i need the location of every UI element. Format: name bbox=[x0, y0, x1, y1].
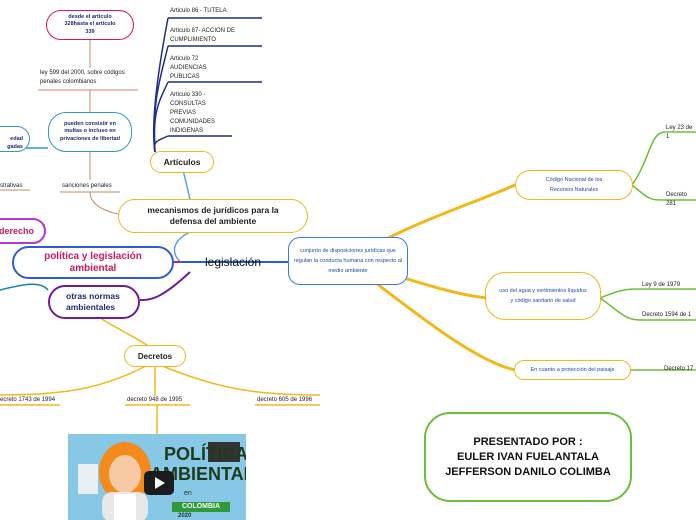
video-country: COLOMBIA bbox=[181, 503, 221, 510]
presented-by-node[interactable]: PRESENTADO POR : EULER IVAN FUELANTALA J… bbox=[424, 412, 632, 502]
video-title-mid: AMBIENTAL bbox=[150, 464, 246, 484]
derecho-node[interactable]: derecho bbox=[0, 218, 46, 244]
uso-agua-text: uso del agua y vertimientos líquidos y c… bbox=[499, 288, 587, 304]
articulo-item: Articulo 72 AUDIENCIAS PUBLICAS bbox=[170, 56, 207, 80]
presented-line-2: EULER IVAN FUELANTALA bbox=[457, 450, 599, 463]
gadas-text: gadas bbox=[7, 144, 23, 150]
paisaje-item: Decreto 17 bbox=[664, 366, 694, 372]
desde-articulo-text: desde el articulo 328hasta el articulo 3… bbox=[64, 13, 116, 35]
decretos-text: Decretos bbox=[137, 351, 173, 361]
pueden-consistir-text: pueden consistir en multas o incluso en … bbox=[60, 120, 120, 142]
codigo-nacional-text: Código Nacional de los Recursos Naturale… bbox=[545, 177, 603, 193]
video-small: en bbox=[184, 490, 192, 497]
codigo-nacional-node[interactable]: Código Nacional de los Recursos Naturale… bbox=[515, 170, 633, 200]
video-year: 2020 bbox=[178, 513, 192, 519]
politica-node[interactable]: política y legislación ambiental bbox=[12, 246, 174, 279]
mecanismos-text: mecanismos de jurídicos para la defensa … bbox=[147, 205, 279, 226]
edad-text: edad bbox=[10, 136, 23, 142]
decreto-item: ecreto 1743 de 1994 bbox=[0, 397, 56, 403]
presented-line-1: PRESENTADO POR : bbox=[473, 435, 583, 448]
articulo-item: Articulo 330 - CONSULTAS PREVIAS COMUNID… bbox=[170, 92, 216, 134]
politica-text: política y legislación ambiental bbox=[44, 250, 142, 274]
paisaje-text: En cuanto a protección del paisaje bbox=[530, 367, 615, 373]
uso-item: Decreto 1594 de 1 bbox=[642, 312, 692, 318]
strativas-label: strativas bbox=[0, 183, 23, 189]
derecho-text: derecho bbox=[0, 226, 34, 236]
edad-gadas-node[interactable]: edad gadas bbox=[0, 126, 30, 152]
codigo-item: Ley 23 de 1 bbox=[666, 125, 693, 140]
play-button[interactable] bbox=[144, 471, 174, 495]
presented-line-3: JEFFERSON DANILO COLIMBA bbox=[445, 465, 611, 478]
center-node[interactable]: conjunto de disposiciones jurídicas que … bbox=[288, 237, 408, 285]
desde-articulo-node[interactable]: desde el articulo 328hasta el articulo 3… bbox=[46, 10, 134, 40]
uso-agua-node[interactable]: uso del agua y vertimientos líquidos y c… bbox=[485, 272, 601, 320]
decreto-item: decreto 605 de 1996 bbox=[257, 397, 313, 403]
mecanismos-node[interactable]: mecanismos de jurídicos para la defensa … bbox=[118, 199, 308, 233]
legislacion-label[interactable]: legislación bbox=[205, 255, 262, 269]
pueden-consistir-node[interactable]: pueden consistir en multas o incluso en … bbox=[48, 112, 132, 152]
video-title-top: POLÍTICA bbox=[164, 444, 246, 464]
uso-item: Ley 9 de 1979 bbox=[642, 282, 681, 288]
articulos-node[interactable]: Artículos bbox=[150, 151, 214, 173]
decretos-node[interactable]: Decretos bbox=[124, 345, 186, 367]
center-node-text: conjunto de disposiciones jurídicas que … bbox=[293, 248, 403, 274]
articulos-text: Artículos bbox=[163, 157, 201, 167]
articulo-item: Articulo 87- ACCION DE CUMPLIMIENTO bbox=[170, 28, 236, 43]
paisaje-node[interactable]: En cuanto a protección del paisaje bbox=[514, 360, 631, 380]
sanciones-label: sanciones penales bbox=[62, 183, 112, 189]
video-thumbnail[interactable]: POLÍTICA AMBIENTAL en COLOMBIA 2020 bbox=[68, 434, 246, 520]
decreto-item: decreto 948 de 1995 bbox=[127, 397, 183, 403]
play-icon bbox=[155, 477, 165, 489]
ley-599-label: ley 599 del 2000, sobre códigos penales … bbox=[40, 70, 125, 85]
otras-normas-node[interactable]: otras normas ambientales bbox=[48, 285, 140, 319]
articulo-item: Articulo 86 - TUTELA bbox=[170, 8, 227, 14]
otras-normas-text: otras normas ambientales bbox=[66, 291, 120, 312]
codigo-item: Decreto 281 bbox=[666, 192, 688, 207]
